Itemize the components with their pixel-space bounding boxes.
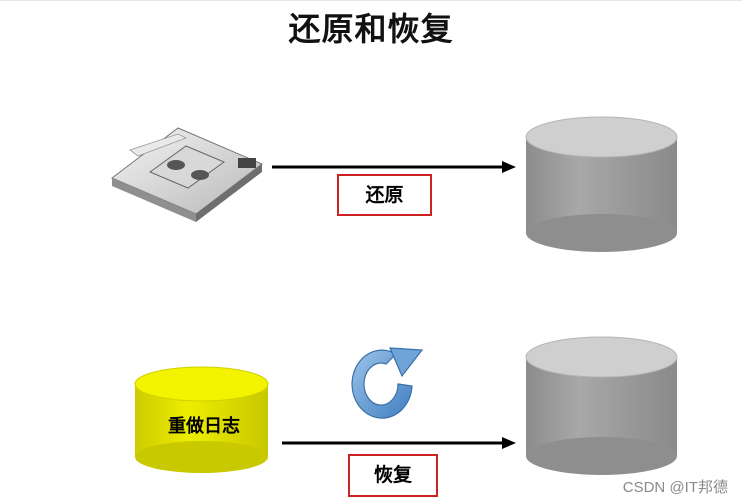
redo-log-label: 重做日志 (168, 416, 240, 437)
page-title: 还原和恢复 (288, 10, 454, 48)
restore-arrow (272, 161, 516, 173)
watermark: CSDN @IT邦德 (622, 479, 728, 496)
redo-log-cylinder (134, 366, 269, 473)
recover-arrow (282, 437, 516, 449)
tape-cartridge-icon (111, 127, 263, 222)
recover-label: 恢复 (348, 454, 438, 497)
top-divider (0, 0, 742, 1)
database-icon (525, 116, 678, 252)
database-icon (525, 336, 678, 475)
refresh-icon (351, 347, 424, 419)
restore-label: 还原 (337, 174, 432, 216)
